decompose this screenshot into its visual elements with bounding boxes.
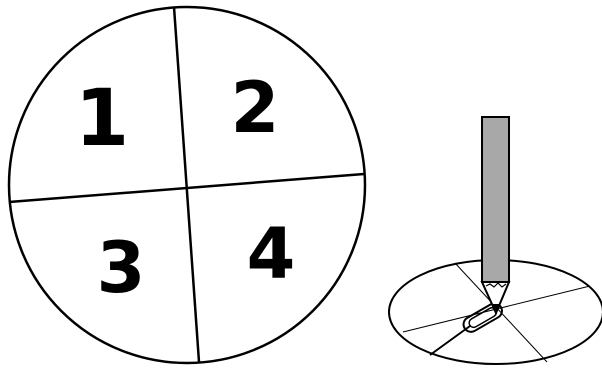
pencil-icon [482, 117, 509, 313]
section-4-label: 4 [247, 213, 296, 295]
section-1-label: 1 [75, 74, 129, 164]
section-2-label: 2 [231, 67, 280, 149]
section-3-label: 3 [97, 227, 146, 309]
spinner-circle [9, 7, 365, 363]
